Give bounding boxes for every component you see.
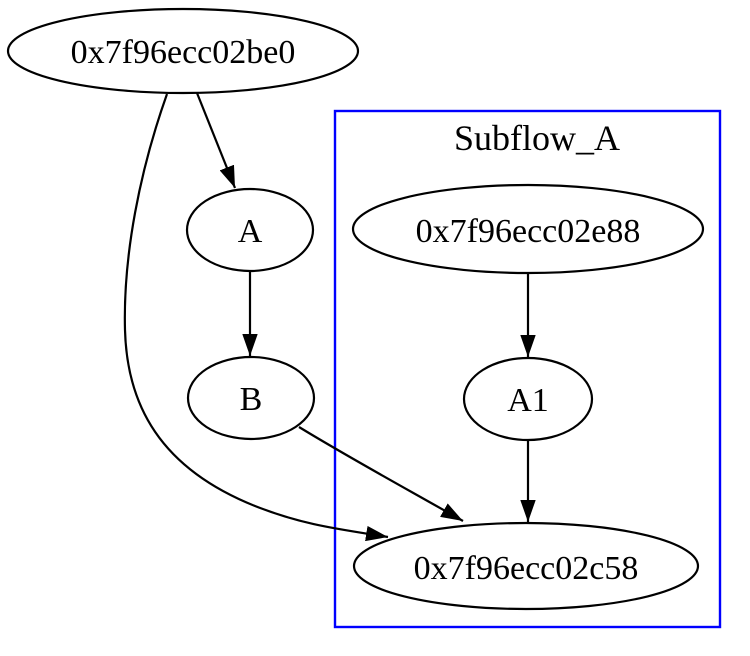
edge-be0-to-a (195, 92, 237, 189)
node-e88-label: 0x7f96ecc02e88 (416, 213, 641, 250)
node-a1-label: A1 (507, 382, 549, 419)
node-b (186, 355, 316, 441)
edges-group (123, 92, 536, 542)
node-c58-label: 0x7f96ecc02c58 (414, 550, 639, 587)
node-a1 (462, 356, 594, 442)
node-be0 (6, 7, 360, 95)
nodes-group: 0x7f96ecc02be0 A B 0x7f96ecc02e88 A1 0x7… (6, 7, 705, 611)
cluster-subflow-a-border (333, 109, 722, 629)
edge-b-to-c58 (298, 426, 464, 522)
node-be0-label: 0x7f96ecc02be0 (71, 34, 296, 71)
edge-be0-to-c58 (123, 93, 389, 542)
cluster-subflow-a-label: Subflow_A (454, 118, 620, 158)
node-e88 (351, 183, 705, 275)
node-a-label: A (238, 213, 263, 250)
node-b-label: B (240, 381, 263, 418)
node-c58 (352, 521, 700, 611)
node-a (185, 187, 315, 273)
